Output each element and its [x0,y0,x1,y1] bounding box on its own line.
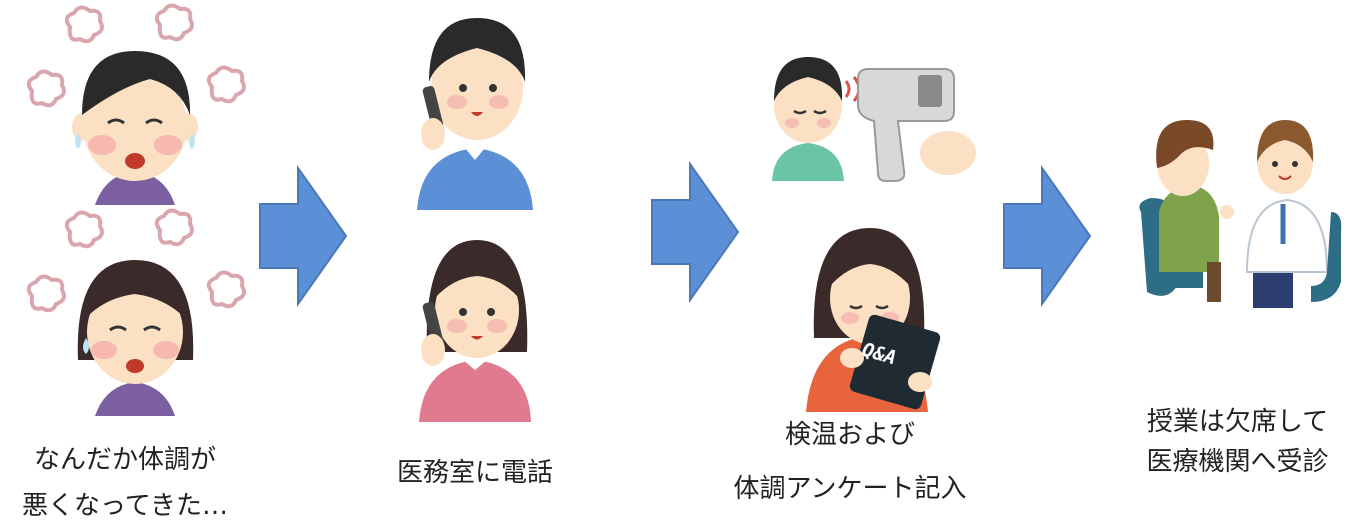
caption-line: 医務室に電話 [396,458,553,488]
temperature-check-illustration [772,57,976,182]
sick-man-illustration [26,3,246,205]
man-on-phone-illustration [417,18,533,210]
caption-line: なんだか体調が [33,445,216,475]
caption-line: 授業は欠席して [1146,407,1329,437]
doctor-consultation-illustration [1139,120,1342,308]
caption-line: 悪くなってきた… [22,491,228,521]
flow-arrow [259,164,348,308]
caption-line: 体調アンケート記入 [733,474,967,504]
caption-line: 検温および [784,420,915,450]
sick-woman-illustration [26,208,246,416]
woman-questionnaire-illustration [806,228,941,412]
flow-arrow [1003,164,1092,308]
caption-line: 医療機関へ受診 [1146,447,1329,477]
step-4-caption: 授業は欠席して 医療機関へ受診 [1125,402,1350,482]
flow-arrow [651,160,740,304]
step-2-caption: 医務室に電話 [370,450,580,496]
woman-on-phone-illustration [419,240,531,422]
step-1-caption: なんだか体調が 悪くなってきた… [0,437,250,529]
step-3-caption: 検温および 体調アンケート記入 [720,412,980,512]
